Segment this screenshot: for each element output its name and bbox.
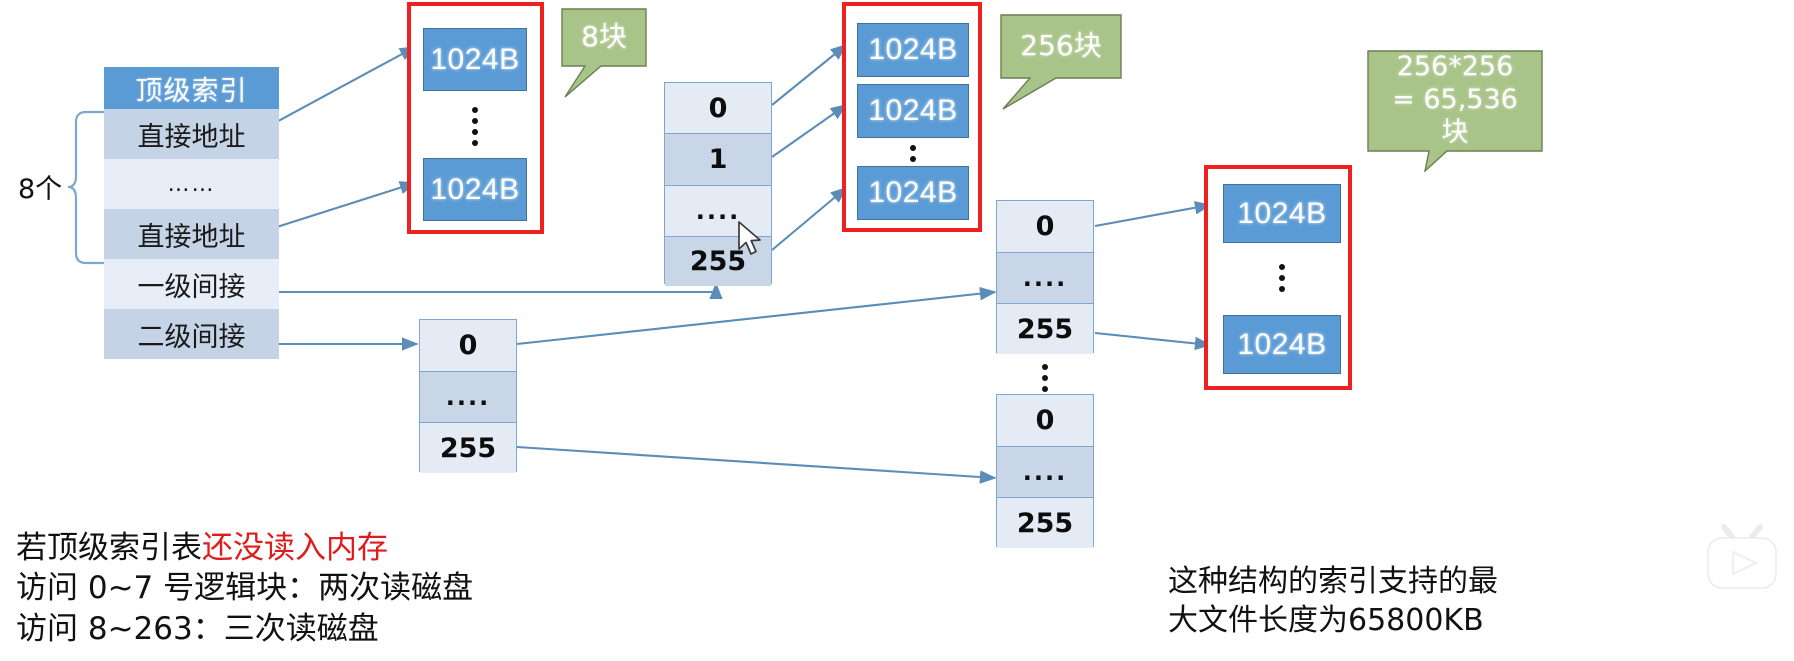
note-right: 这种结构的索引支持的最 大文件长度为65800KB	[1168, 562, 1498, 640]
callout-256-blocks-shape	[1000, 14, 1122, 110]
data-block-1024b[interactable]: 1024B	[423, 28, 527, 91]
index-table-level2-sub-last[interactable]: 0 .... 255	[996, 394, 1094, 548]
arrow-l1-row3	[771, 186, 848, 251]
top-index-row-ellipsis: ……	[104, 159, 279, 209]
note-left: 若顶级索引表还没读入内存 访问 0~7 号逻辑块：两次读磁盘 访问 8~263：…	[16, 528, 473, 649]
block-group-single-indirect: 1024B 1024B 1024B	[842, 2, 982, 232]
index-row-1[interactable]: 1	[665, 134, 771, 186]
top-index-row-single-indirect[interactable]: 一级间接	[104, 259, 279, 309]
data-block-1024b[interactable]: 1024B	[857, 84, 969, 138]
arrow-single-indirect	[258, 282, 723, 300]
callout-65536-blocks-shape	[1367, 50, 1543, 172]
note-left-line-1-highlight: 还没读入内存	[202, 530, 388, 566]
data-block-1024b[interactable]: 1024B	[423, 158, 527, 221]
arrow-l1-row0	[771, 43, 848, 106]
index-row-0[interactable]: 0	[997, 395, 1093, 447]
callout-8-blocks: 8块	[561, 8, 647, 98]
index-row-0[interactable]: 0	[420, 320, 516, 372]
callout-line: 256*256	[1396, 51, 1514, 83]
vertical-ellipsis-icon	[1270, 257, 1294, 299]
callout-8-blocks-shape	[561, 8, 647, 98]
index-row-ellipsis: ....	[997, 253, 1093, 304]
note-left-line-3: 访问 8~263：三次读磁盘	[16, 610, 379, 647]
callout-line: 256块	[1020, 28, 1102, 62]
index-row-255[interactable]: 255	[997, 304, 1093, 354]
mouse-pointer-icon	[738, 221, 761, 255]
vertical-ellipsis-icon	[463, 100, 487, 152]
arrow-direct-1	[257, 46, 417, 133]
data-block-1024b[interactable]: 1024B	[857, 166, 969, 220]
note-right-line-1: 这种结构的索引支持的最	[1168, 564, 1498, 599]
index-row-255[interactable]: 255	[420, 423, 516, 473]
note-left-line-2: 访问 0~7 号逻辑块：两次读磁盘	[16, 570, 474, 607]
top-level-index-table[interactable]: 顶级索引 直接地址 …… 直接地址 一级间接 二级间接	[104, 67, 279, 359]
callout-256-blocks-text: 256块	[1000, 14, 1122, 78]
callout-line: = 65,536	[1392, 84, 1518, 116]
top-level-index-header: 顶级索引	[104, 67, 279, 109]
brace-8-entries-icon	[67, 110, 104, 265]
note-left-line-1-prefix: 若顶级索引表	[16, 530, 202, 566]
index-table-level2-sub-first[interactable]: 0 .... 255	[996, 200, 1094, 354]
note-right-line-2: 大文件长度为65800KB	[1168, 603, 1484, 638]
top-index-row-double-indirect[interactable]: 二级间接	[104, 309, 279, 359]
callout-65536-blocks-text: 256*256 = 65,536 块	[1367, 50, 1543, 151]
index-row-255[interactable]: 255	[997, 498, 1093, 548]
index-row-ellipsis: ....	[665, 186, 771, 237]
index-row-ellipsis: ....	[420, 372, 516, 423]
index-row-0[interactable]: 0	[997, 201, 1093, 253]
note-left-line-1: 若顶级索引表还没读入内存	[16, 528, 473, 568]
data-block-1024b[interactable]: 1024B	[1223, 315, 1341, 374]
brace-label-8-entries: 8个	[18, 174, 63, 205]
data-block-1024b[interactable]: 1024B	[1223, 184, 1341, 243]
top-index-row-direct-last[interactable]: 直接地址	[104, 209, 279, 259]
callout-256-blocks: 256块	[1000, 14, 1122, 110]
index-row-ellipsis: ....	[997, 447, 1093, 498]
index-row-0[interactable]: 0	[665, 83, 771, 134]
arrow-l2-row2	[516, 445, 997, 484]
top-index-row-direct-first[interactable]: 直接地址	[104, 109, 279, 159]
arrow-l1-row1	[771, 104, 848, 158]
callout-65536-blocks: 256*256 = 65,536 块	[1367, 50, 1543, 172]
callout-8-blocks-text: 8块	[561, 8, 647, 66]
arrow-direct-2	[257, 181, 417, 235]
callout-line: 8块	[581, 19, 627, 53]
block-group-double-indirect: 1024B 1024B	[1204, 165, 1352, 390]
arrow-sub-row2	[1094, 331, 1212, 351]
vertical-ellipsis-icon	[1033, 362, 1057, 394]
arrow-sub-row0	[1094, 201, 1212, 228]
bilibili-tv-logo-icon	[1707, 524, 1777, 589]
data-block-1024b[interactable]: 1024B	[857, 23, 969, 77]
block-group-direct: 1024B 1024B	[407, 2, 544, 234]
index-table-level1[interactable]: 0 1 .... 255	[664, 82, 772, 286]
index-table-level2-top[interactable]: 0 .... 255	[419, 319, 517, 473]
callout-line: 块	[1441, 116, 1469, 148]
arrow-l2-row0	[516, 286, 997, 346]
